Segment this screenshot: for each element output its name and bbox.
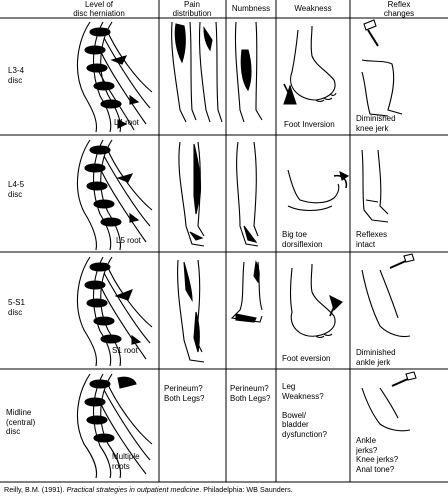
nerve-root-label: S1 root	[112, 346, 138, 355]
header-reflex-changes: Reflex changes	[383, 0, 415, 18]
spine-illustration-l5s1	[77, 256, 153, 367]
pain-leg-l45	[178, 141, 205, 247]
numbness-leg-l5s1	[230, 260, 263, 323]
big-toe-dorsiflexion-figure	[287, 169, 350, 212]
nerve-root-label: L5 root	[116, 236, 141, 245]
ankle-jerk-figure-l5s1	[361, 253, 415, 338]
citation-publisher: . Philadelphia: WB Saunders.	[199, 485, 293, 494]
disc-level-label: L4-5 disc	[8, 180, 25, 199]
weakness-label: Foot eversion	[282, 354, 331, 363]
numbness-leg-l45	[236, 141, 259, 247]
weakness-label: Leg Weakness? Bowel/ bladder dysfunction…	[282, 382, 327, 439]
disc-level-label: Midline (central) disc	[6, 408, 36, 436]
spine-illustration-midline	[77, 373, 153, 479]
knee-jerk-figure	[361, 19, 403, 117]
citation-author: Reilly, B.M. (1991).	[4, 485, 67, 494]
foot-inversion-figure	[283, 25, 337, 105]
nerve-root-label: Multiple roots	[112, 452, 140, 471]
reflex-intact-figure	[361, 149, 389, 223]
reflex-label: Diminished ankle jerk	[356, 348, 396, 367]
disc-level-label: L3-4 disc	[8, 66, 25, 85]
citation: Reilly, B.M. (1991). Practical strategie…	[4, 485, 293, 494]
numbness-label: Perineum? Both Legs?	[230, 384, 271, 403]
reflex-label: Ankle jerks? Knee jerks? Anal tone?	[356, 436, 399, 474]
citation-title: Practical strategies in outpatient medic…	[66, 485, 200, 494]
disc-level-label: 5-S1 disc	[8, 298, 25, 317]
grid-lines	[0, 0, 448, 483]
nerve-root-label: L4 root	[114, 118, 139, 127]
spine-illustration-l45	[77, 139, 153, 251]
numbness-leg-l34	[234, 21, 263, 123]
header-level: Level of disc herniation	[73, 0, 125, 18]
ankle-jerk-figure-midline	[361, 371, 417, 432]
header-pain-distribution: Pain distribution	[172, 0, 212, 18]
weakness-label: Big toe dorsiflexion	[282, 230, 323, 249]
header-weakness: Weakness	[294, 4, 332, 13]
weakness-label: Foot Inversion	[284, 120, 335, 129]
header-numbness: Numbness	[231, 4, 271, 13]
pain-leg-l5s1	[177, 259, 205, 363]
pain-leg-l34	[171, 21, 223, 123]
foot-eversion-figure	[289, 263, 343, 339]
reflex-label: Diminished knee jerk	[356, 114, 396, 133]
spine-illustration-l34	[77, 21, 153, 133]
pain-label: Perineum? Both Legs?	[164, 384, 205, 403]
reflex-label: Reflexes intact	[356, 230, 388, 249]
